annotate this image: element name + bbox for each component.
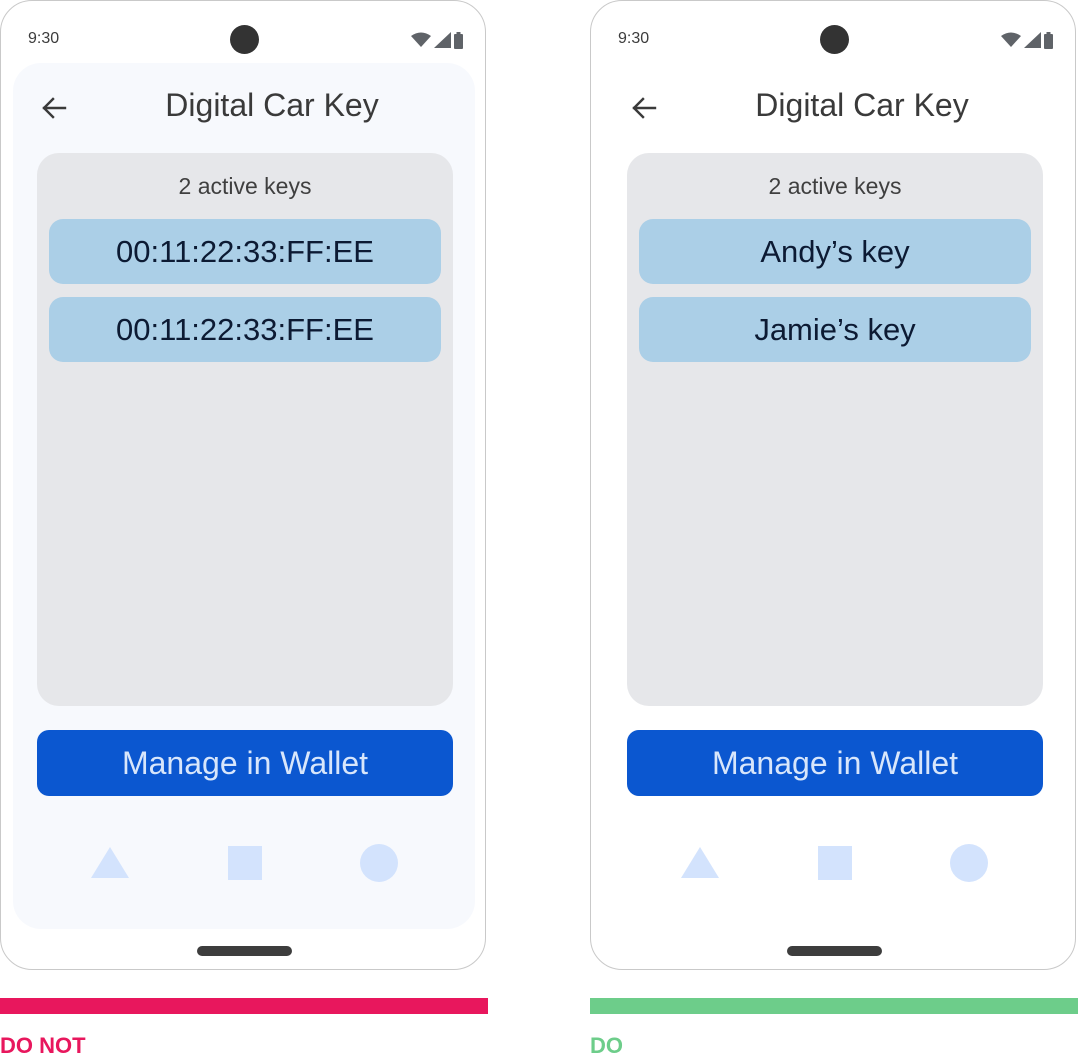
dont-label: DO NOT — [0, 1033, 86, 1058]
key-item[interactable]: 00:11:22:33:FF:EE — [49, 219, 441, 284]
app-screen: Digital Car Key 2 active keys Andy’s key… — [603, 63, 1065, 929]
keys-count: 2 active keys — [178, 173, 312, 199]
signal-icon — [1024, 32, 1041, 48]
status-icons — [411, 31, 463, 49]
wifi-icon — [411, 32, 431, 47]
signal-icon — [434, 32, 451, 48]
back-button[interactable] — [37, 91, 71, 125]
key-item[interactable]: Andy’s key — [639, 219, 1031, 284]
wifi-icon — [1001, 32, 1021, 47]
do-label: DO — [590, 1033, 623, 1058]
back-button[interactable] — [627, 91, 661, 125]
page-title: Digital Car Key — [755, 87, 969, 123]
square-icon[interactable] — [228, 846, 262, 880]
battery-icon — [1044, 31, 1053, 49]
status-icons — [1001, 31, 1053, 49]
status-time: 9:30 — [28, 30, 60, 47]
camera-cutout — [230, 25, 259, 54]
arrow-left-icon — [632, 97, 657, 119]
circle-icon[interactable] — [360, 844, 398, 882]
key-item[interactable]: Jamie’s key — [639, 297, 1031, 362]
status-time: 9:30 — [618, 30, 650, 47]
page-title: Digital Car Key — [165, 87, 379, 123]
dont-example: 9:30 Digital Car Key 2 active keys 00:11… — [0, 0, 488, 1061]
phone-frame: 9:30 Digital Car Key 2 active keys Andy’… — [590, 0, 1076, 970]
home-indicator[interactable] — [787, 946, 882, 956]
triangle-icon[interactable] — [91, 847, 129, 878]
app-screen: Digital Car Key 2 active keys 00:11:22:3… — [13, 63, 475, 929]
do-bar — [590, 998, 1078, 1014]
home-indicator[interactable] — [197, 946, 292, 956]
manage-in-wallet-button[interactable]: Manage in Wallet — [37, 730, 453, 796]
square-icon[interactable] — [818, 846, 852, 880]
dont-bar — [0, 998, 488, 1014]
phone-frame: 9:30 Digital Car Key 2 active keys 00:11… — [0, 0, 486, 970]
manage-in-wallet-button[interactable]: Manage in Wallet — [627, 730, 1043, 796]
do-example: 9:30 Digital Car Key 2 active keys Andy’… — [590, 0, 1078, 1061]
battery-icon — [454, 31, 463, 49]
key-item[interactable]: 00:11:22:33:FF:EE — [49, 297, 441, 362]
camera-cutout — [820, 25, 849, 54]
arrow-left-icon — [42, 97, 67, 119]
keys-card: 2 active keys 00:11:22:33:FF:EE 00:11:22… — [37, 153, 453, 706]
keys-card: 2 active keys Andy’s key Jamie’s key — [627, 153, 1043, 706]
keys-count: 2 active keys — [768, 173, 902, 199]
circle-icon[interactable] — [950, 844, 988, 882]
triangle-icon[interactable] — [681, 847, 719, 878]
